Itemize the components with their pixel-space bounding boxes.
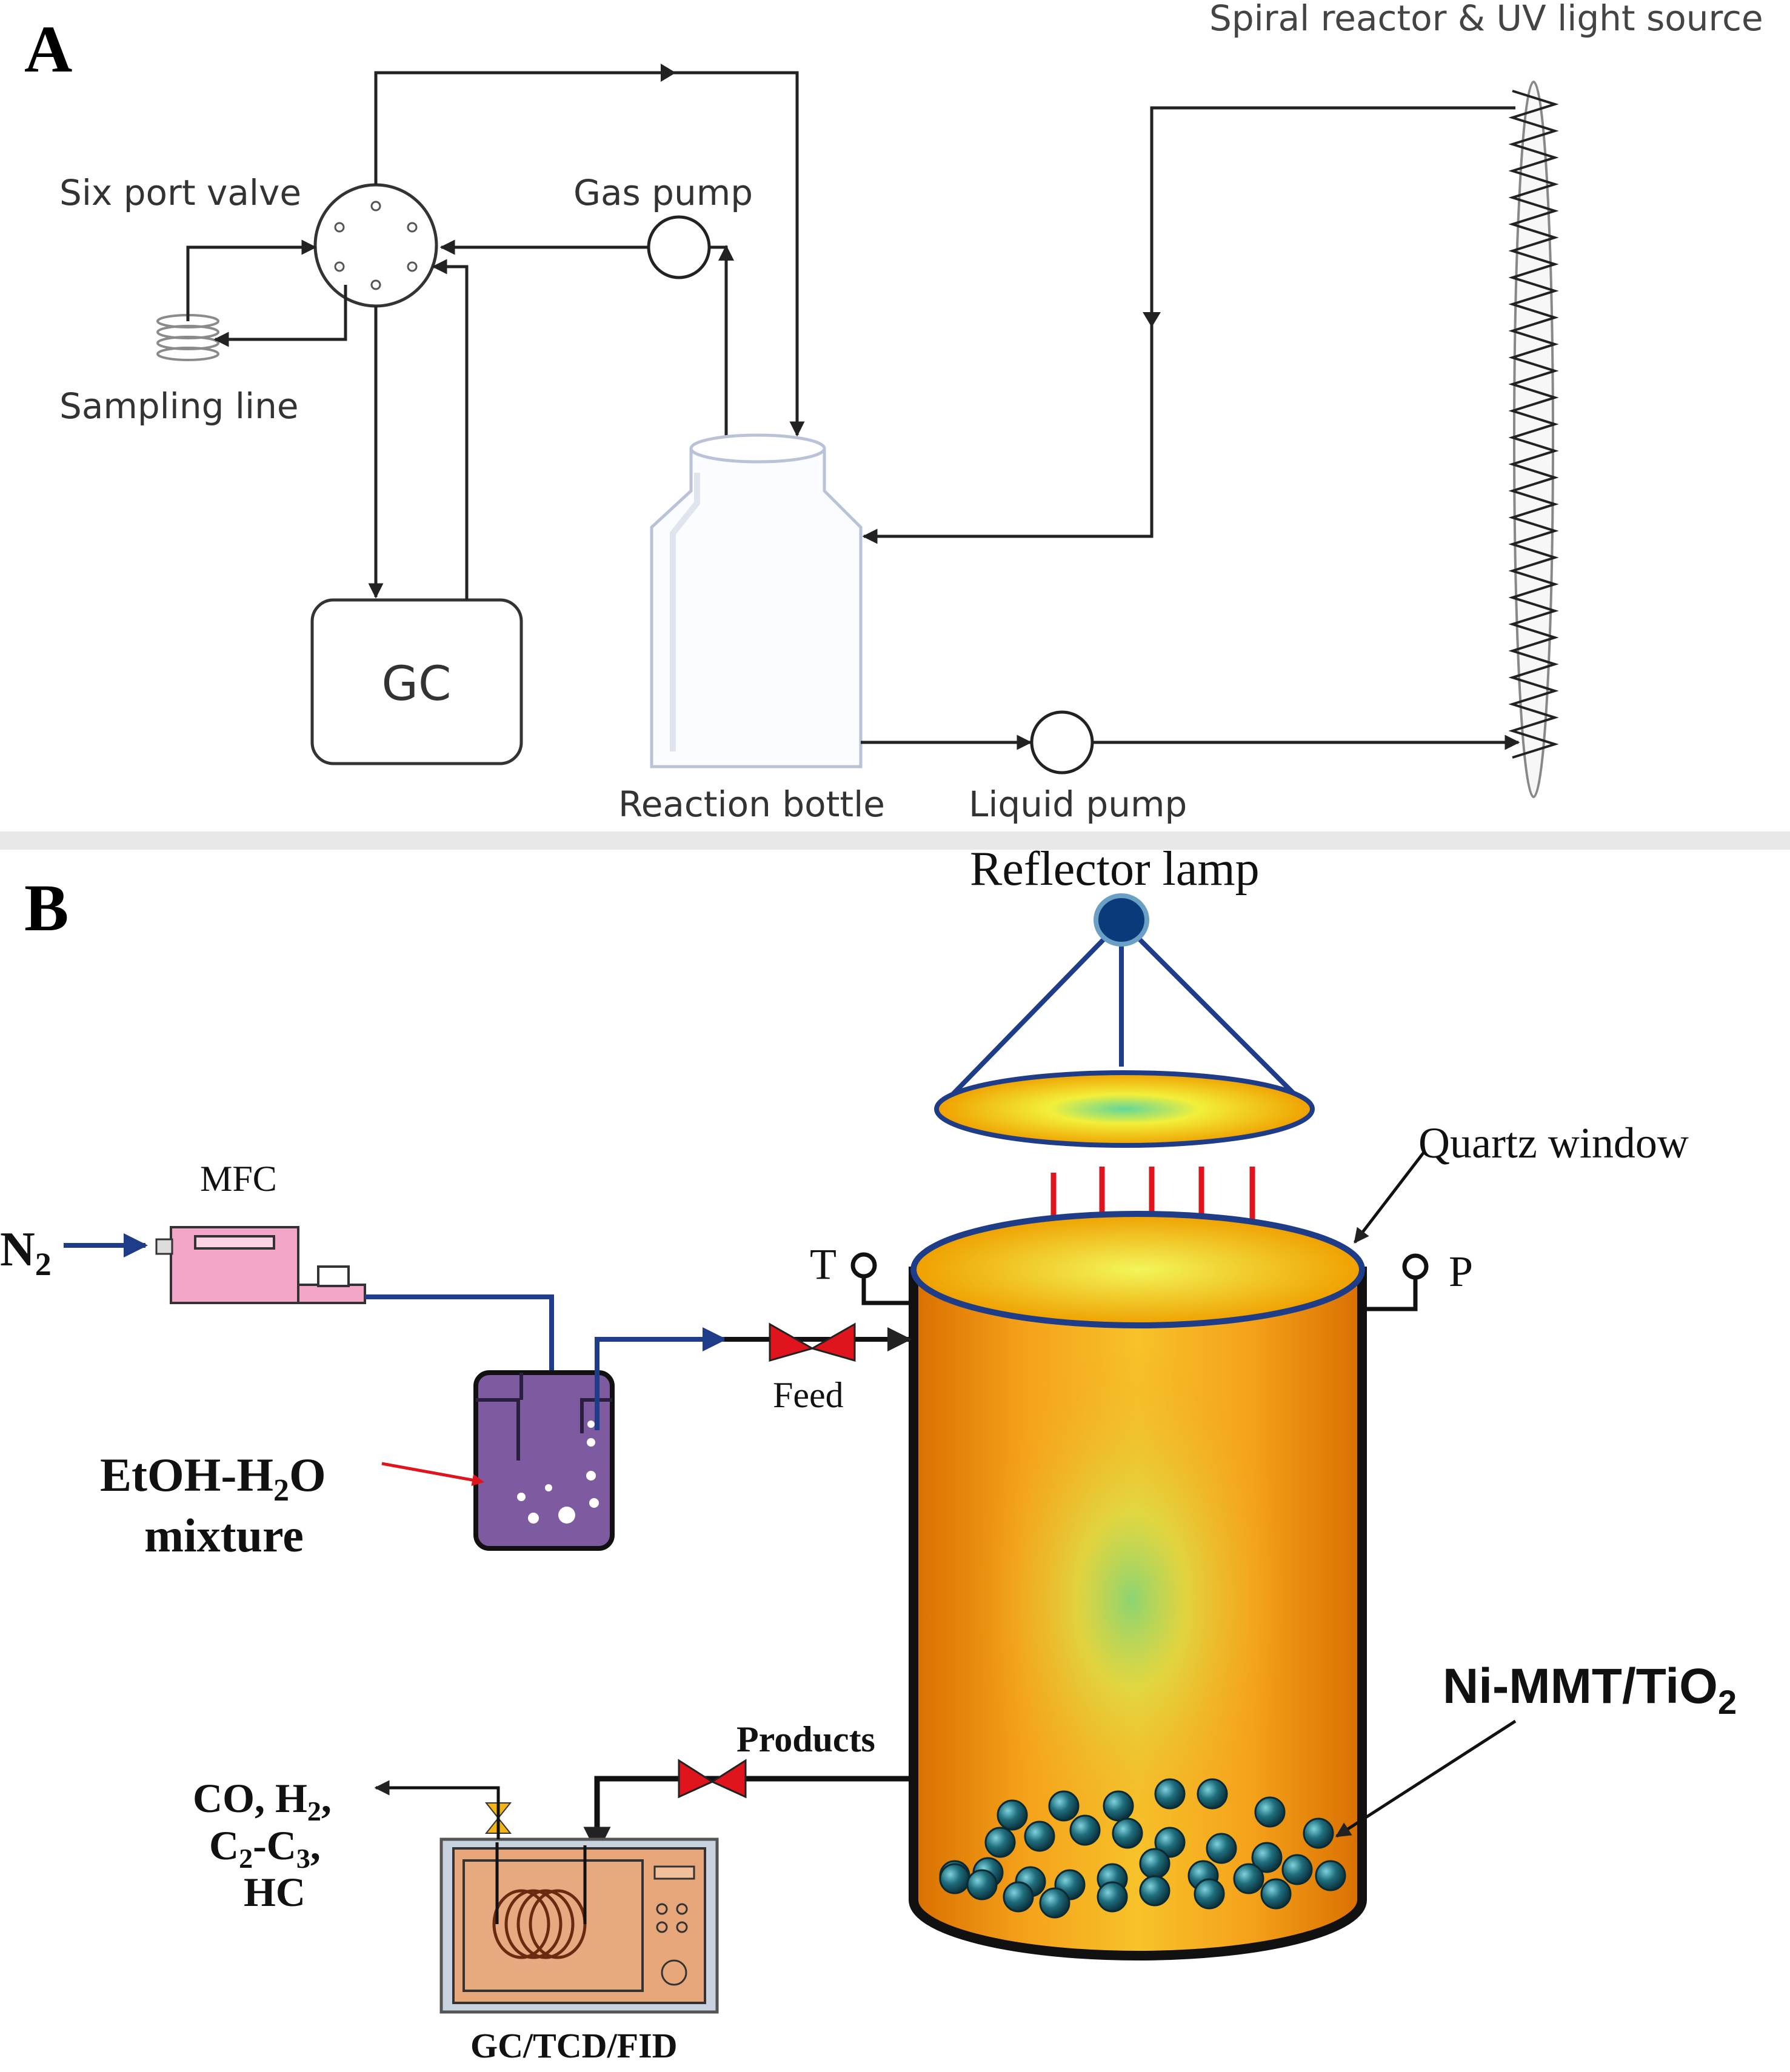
gas-pump-label: Gas pump <box>573 172 753 213</box>
catalyst-particles <box>939 1778 1346 1919</box>
panel-a: A Six port valve Sampling line Gas pu <box>24 0 1763 825</box>
catalyst-particle <box>939 1863 970 1894</box>
gc-to-valve-line <box>432 259 469 600</box>
catalyst-particle <box>1024 1820 1055 1852</box>
panel-b: B Reflector lamp Quartz window Ni-MMT/Ti… <box>0 842 1737 2065</box>
catalyst-particle <box>1097 1881 1128 1913</box>
gc-label: GC <box>382 657 452 711</box>
panel-divider <box>0 831 1790 850</box>
gas-pump <box>647 215 711 279</box>
catalyst-particle <box>997 1799 1028 1831</box>
feed-label: Feed <box>773 1375 844 1415</box>
panel-a-label: A <box>24 12 72 86</box>
pressure-gauge-label: P <box>1449 1247 1473 1296</box>
catalyst-particle <box>1139 1848 1171 1879</box>
catalyst-particle <box>1003 1881 1034 1913</box>
reflector-lamp-label: Reflector lamp <box>970 842 1260 896</box>
feed-valve <box>769 1322 856 1362</box>
catalyst-label: Ni-MMT/TiO2 <box>1443 1659 1737 1721</box>
catalyst-particle <box>1039 1887 1070 1919</box>
pressure-gauge <box>1362 1253 1429 1311</box>
n2-label: N2 <box>0 1223 52 1282</box>
outlet-label-line2: C2-C3, <box>209 1822 321 1874</box>
catalyst-particle <box>1197 1778 1228 1810</box>
mixture-to-feed-line <box>595 1327 727 1430</box>
mixture-label-line2: mixture <box>144 1509 304 1562</box>
sampling-line-out <box>213 285 347 347</box>
mfc-label: MFC <box>200 1159 277 1199</box>
temperature-gauge-label: T <box>810 1240 837 1288</box>
catalyst-particle <box>1260 1878 1292 1910</box>
catalyst-particle <box>1112 1817 1143 1849</box>
catalyst-particle <box>1194 1878 1225 1910</box>
six-port-valve <box>313 183 438 308</box>
catalyst-particle <box>1303 1817 1334 1849</box>
top-line-arrow <box>661 64 676 82</box>
outlet-label-line1: CO, H2, <box>193 1775 332 1827</box>
catalyst-particle <box>1315 1860 1346 1891</box>
catalyst-particle <box>1048 1790 1080 1822</box>
mixture-label-line1: EtOH-H2O <box>100 1448 326 1508</box>
catalyst-pointer <box>1335 1719 1517 1838</box>
bottle-to-gas-pump-line <box>710 245 728 436</box>
sampling-line-label: Sampling line <box>59 385 299 427</box>
outlet-label-line3: HC <box>244 1869 306 1915</box>
return-line-arrow <box>1143 312 1161 327</box>
gc-analyzer <box>439 1837 719 2014</box>
valve-to-bottle-line <box>374 71 805 437</box>
catalyst-particle <box>1206 1833 1237 1864</box>
catalyst-particle <box>966 1869 998 1900</box>
six-port-valve-label: Six port valve <box>59 172 301 213</box>
products-valve <box>678 1759 747 1799</box>
reaction-bottle-label: Reaction bottle <box>618 784 885 825</box>
spiral-reactor-label: Spiral reactor & UV light source <box>1209 0 1763 39</box>
catalyst-particle <box>1069 1814 1101 1846</box>
spiral-reactor <box>1508 81 1559 798</box>
catalyst-particle <box>1281 1854 1313 1885</box>
catalyst-particle <box>1154 1778 1186 1810</box>
quartz-window-label: Quartz window <box>1418 1119 1689 1167</box>
reflector-lamp <box>934 893 1315 1148</box>
outlet-line <box>374 1780 500 1839</box>
panel-b-label: B <box>24 871 68 945</box>
catalyst-particle <box>1233 1863 1264 1894</box>
reaction-bottle <box>650 433 863 768</box>
liquid-pump <box>1030 710 1094 775</box>
liquid-pump-label: Liquid pump <box>969 784 1187 825</box>
mixture-pointer <box>381 1462 484 1486</box>
mixture-container <box>473 1370 615 1551</box>
quartz-window-pointer <box>1354 1150 1426 1244</box>
catalyst-particle <box>1154 1827 1186 1858</box>
products-line <box>583 1776 909 1854</box>
catalyst-particle <box>1254 1796 1286 1828</box>
reactor-to-bottle-line <box>862 106 1515 544</box>
catalyst-particle <box>1103 1790 1134 1822</box>
products-label: Products <box>736 1719 875 1759</box>
sampling-line-in <box>186 239 317 321</box>
temperature-gauge <box>850 1252 913 1305</box>
catalyst-particle <box>984 1827 1016 1858</box>
gc-analyzer-label: GC/TCD/FID <box>470 2026 678 2065</box>
sampling-line-coil <box>156 314 219 361</box>
gas-pump-inlet-arrow <box>718 245 734 261</box>
catalyst-particle <box>1251 1842 1283 1873</box>
gc-box <box>310 598 523 765</box>
catalyst-particle <box>1139 1875 1171 1907</box>
mfc-device <box>155 1226 366 1304</box>
reactor-vessel <box>909 1211 1367 1960</box>
